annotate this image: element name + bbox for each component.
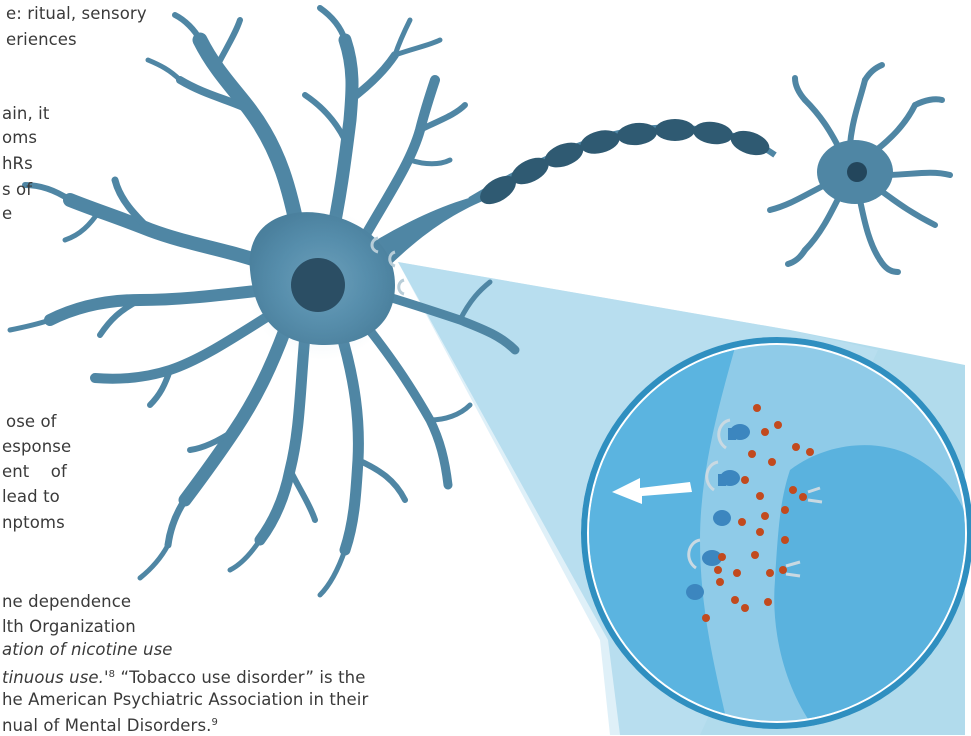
text-line-11: lead to xyxy=(2,487,60,507)
text-line-5: hRs xyxy=(2,154,33,174)
text-line-14: lth Organization xyxy=(2,617,136,637)
text-line-17: he American Psychiatric Association in t… xyxy=(2,690,368,710)
footnote-9: 9 xyxy=(211,717,217,728)
axon-myelin-segments xyxy=(470,119,775,210)
text-line-2: eriences xyxy=(6,30,77,50)
text-line-1: e: ritual, sensory xyxy=(6,4,147,24)
neuron-nucleus xyxy=(291,258,345,312)
tobacco-disorder-sentence: “Tobacco use disorder” is the xyxy=(115,668,365,687)
text-line-12: nptoms xyxy=(2,513,65,533)
text-line-15: ation of nicotine use xyxy=(2,640,173,660)
text-line-4: oms xyxy=(2,128,37,148)
text-line-8: ose of xyxy=(6,412,57,432)
text-line-10: ent of xyxy=(2,462,67,482)
manual-text: nual of Mental Disorders. xyxy=(2,716,211,735)
text-line-9: esponse xyxy=(2,437,71,457)
quote-end: tinuous use.' xyxy=(2,668,109,687)
text-line-16: tinuous use.'8 “Tobacco use disorder” is… xyxy=(2,665,365,688)
text-line-3: ain, it xyxy=(2,104,49,124)
text-line-6: s of xyxy=(2,180,32,200)
text-line-13: ne dependence xyxy=(2,592,131,612)
target-nucleus xyxy=(847,162,867,182)
text-line-18: nual of Mental Disorders.9 xyxy=(2,713,218,736)
text-line-7: e xyxy=(2,204,12,224)
